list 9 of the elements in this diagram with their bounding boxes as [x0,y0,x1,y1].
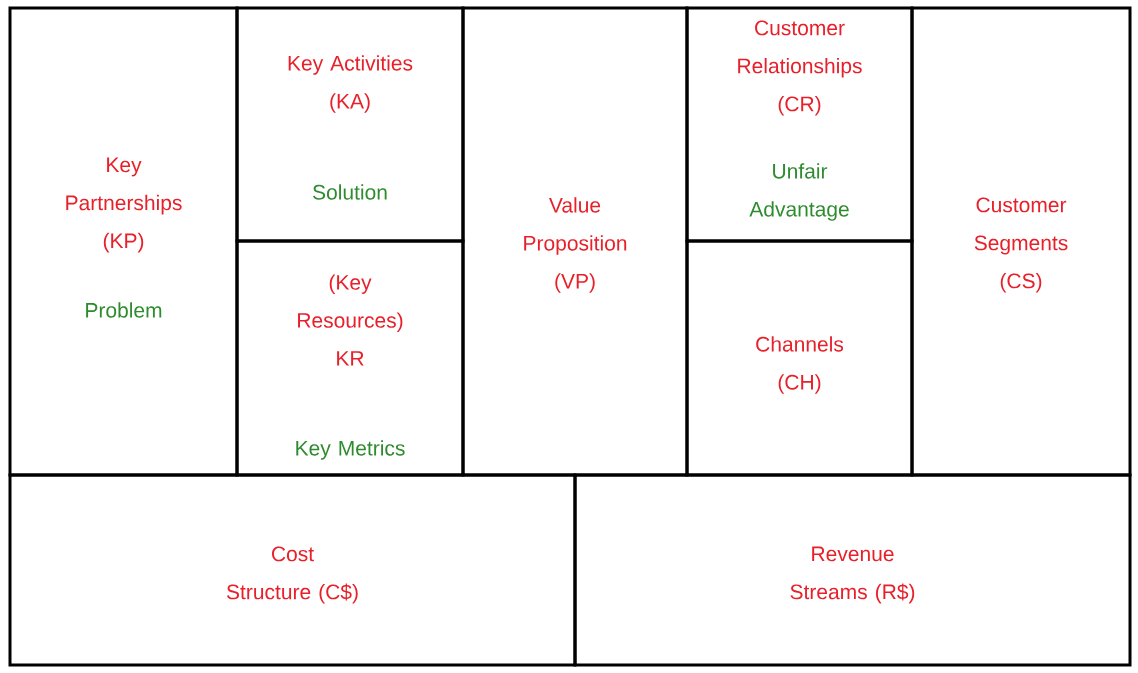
canvas-block: (Key Resources) KR Key Metrics [235,239,465,477]
canvas-block: Channels (CH) [685,239,914,477]
canvas-block: Customer Segments (CS) [910,6,1132,477]
canvas-block: Value Proposition (VP) [461,6,689,477]
canvas-block: Key Partnerships (KP) Problem [8,6,239,477]
canvas-block: Revenue Streams (R$) [573,473,1132,667]
canvas-block: Customer Relationships (CR) Unfair Advantage [685,6,914,243]
canvas-block: Key Activities (KA) Solution [235,6,465,243]
canvas-block: Cost Structure (C$) [8,473,577,667]
